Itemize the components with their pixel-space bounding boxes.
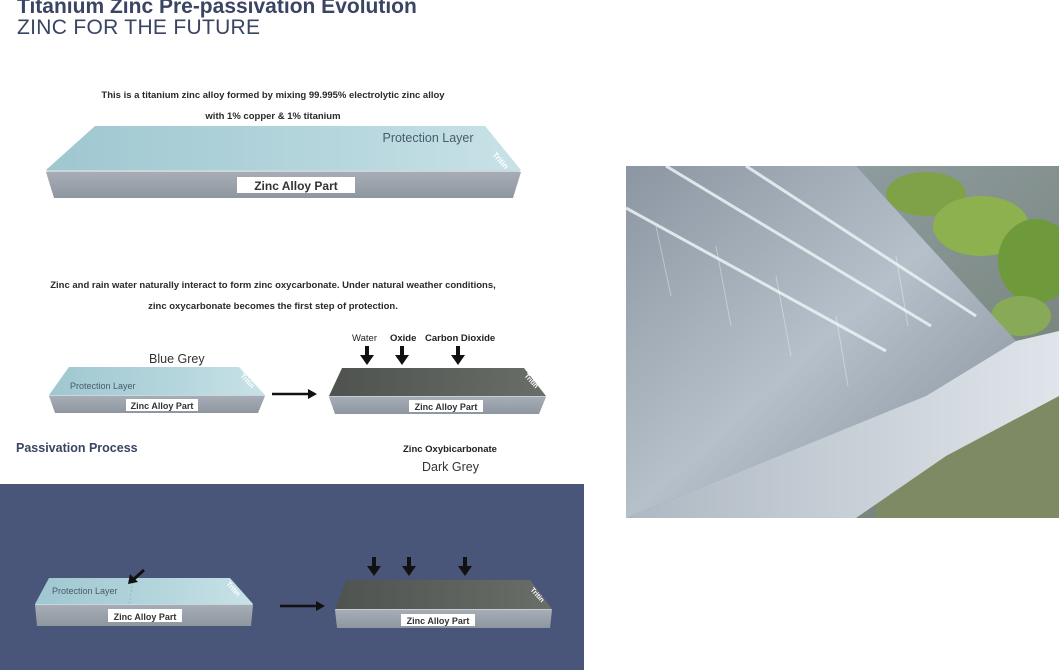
- intro-caption-line2: with 1% copper & 1% titanium: [205, 111, 341, 122]
- panel-after-slab: Zinc Alloy Part Tritin: [335, 580, 552, 628]
- water-arrow-icon: [360, 346, 374, 365]
- transition-arrow-icon: [272, 389, 317, 399]
- stage-before-slab-top: [49, 367, 265, 395]
- page-title: Titanium Zinc Pre-passivation Evolution: [17, 0, 417, 18]
- carbon-dioxide-label: Carbon Dioxide: [425, 333, 496, 344]
- water-label: Water: [352, 333, 377, 344]
- stage-after-slab-top: [329, 368, 546, 396]
- panel-arrow-3-icon: [458, 557, 472, 576]
- stage-before-top-label: Protection Layer: [70, 381, 136, 391]
- main-slab-base-label-box: [237, 177, 355, 193]
- section-title: Passivation Process: [16, 441, 138, 455]
- panel-before-base-label-box: [108, 609, 182, 622]
- stage-after-base-label: Zinc Alloy Part: [415, 402, 478, 412]
- photo-roof-surface: [626, 166, 1016, 518]
- stage-after-slab: Zinc Alloy Part Tritin: [329, 368, 546, 414]
- blue-grey-label: Blue Grey: [149, 352, 205, 366]
- panel-down-arrows: [367, 557, 472, 576]
- oxide-label: Oxide: [390, 333, 417, 344]
- dark-grey-label: Dark Grey: [422, 460, 479, 474]
- stage-before-base-label: Zinc Alloy Part: [131, 401, 194, 411]
- photo-rain-streaks: [655, 225, 909, 387]
- panel-before-base-label: Zinc Alloy Part: [114, 612, 177, 622]
- stage-after-base-label-box: [409, 400, 483, 412]
- photo-standing-seams: [626, 166, 977, 353]
- panel-arrow-2-icon: [402, 557, 416, 576]
- panel-after-base-label: Zinc Alloy Part: [407, 616, 470, 626]
- panel-before-diagonal-arrow-icon: [128, 568, 146, 584]
- main-slab-base-label: Zinc Alloy Part: [254, 179, 338, 193]
- oxide-arrow-icon: [395, 346, 409, 365]
- interaction-caption-line1: Zinc and rain water naturally interact t…: [50, 280, 496, 291]
- passivation-panel: [0, 484, 584, 670]
- panel-after-slab-top: [335, 580, 552, 609]
- main-slab-top: [46, 126, 521, 170]
- panel-after-base-label-box: [401, 614, 475, 626]
- panel-arrow-1-icon: [367, 557, 381, 576]
- panel-transition-arrow-icon: [280, 601, 325, 611]
- zinc-roof-photo: [626, 166, 1059, 518]
- panel-before-slab-top: [35, 578, 253, 604]
- main-slab-top-label: Protection Layer: [382, 131, 473, 145]
- stage-before-base-label-box: [126, 399, 198, 411]
- photo-foliage: [886, 172, 1059, 336]
- main-slab-diagram: Zinc Alloy Part Protection Layer Tritin: [46, 126, 521, 198]
- panel-before-top-label: Protection Layer: [52, 586, 118, 596]
- interaction-caption-line2: zinc oxycarbonate becomes the first step…: [148, 301, 398, 312]
- page-subtitle: ZINC FOR THE FUTURE: [17, 16, 261, 39]
- stage-after-down-arrows: [360, 346, 465, 365]
- carbon-dioxide-arrow-icon: [451, 346, 465, 365]
- panel-before-slab: Zinc Alloy Part Protection Layer Tritin: [35, 568, 253, 626]
- photo-gutter: [626, 331, 1059, 518]
- zinc-oxybicarbonate-label: Zinc Oxybicarbonate: [403, 444, 497, 455]
- stage-before-slab: Zinc Alloy Part Protection Layer Tritin: [49, 367, 265, 413]
- intro-caption-line1: This is a titanium zinc alloy formed by …: [101, 90, 445, 101]
